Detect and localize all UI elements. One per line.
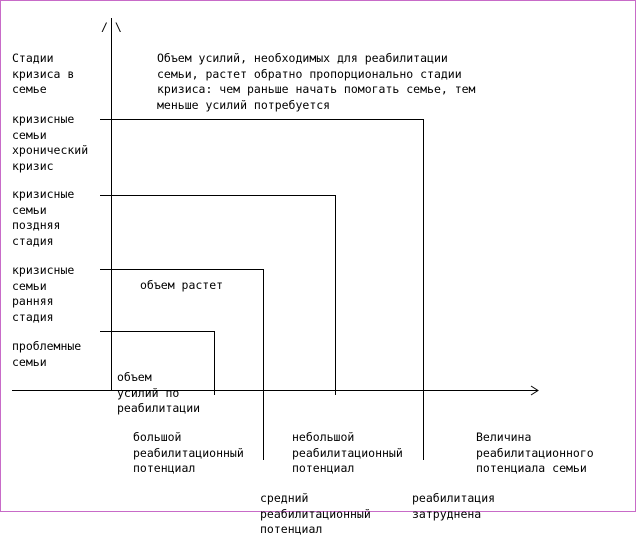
diagram-lines	[12, 18, 539, 460]
x-axis-arrowhead	[530, 385, 539, 396]
volume-grows-label: объем растет	[140, 278, 224, 292]
header-note: Объем усилий, необходимых для реабилитац…	[157, 51, 476, 112]
slash-mark: / \	[101, 20, 122, 34]
level-early-stage	[100, 269, 264, 460]
level-chronic-crisis	[100, 119, 424, 460]
level-problem-families	[100, 331, 215, 395]
level-late-stage	[100, 195, 336, 395]
